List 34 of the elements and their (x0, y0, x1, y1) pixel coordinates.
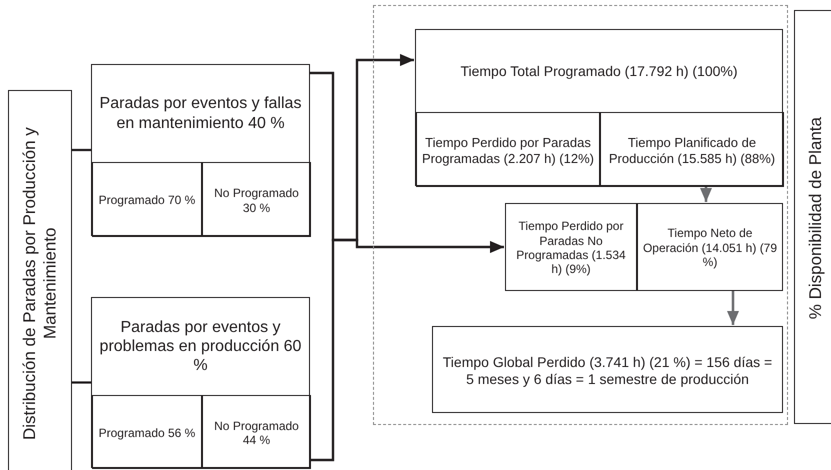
category-cell (92, 395, 202, 469)
cell-text: No Programado 30 % (213, 186, 300, 215)
category-cell (505, 203, 637, 291)
category-cell (202, 395, 311, 469)
category-cell (600, 112, 784, 187)
category-box (91, 64, 310, 236)
band-label: % Disponibilidad de Planta (806, 116, 826, 320)
cell-text: Programado 70 % (98, 193, 196, 208)
band-label: Distribución de Paradas por Producción y Mantenimiento (20, 126, 60, 442)
category-cell (637, 203, 783, 291)
connector-line (72, 148, 91, 152)
cell-text: Tiempo Perdido por Paradas No Programadas (1.534 h) (9%) (515, 219, 627, 277)
arrow (727, 290, 739, 325)
cell-text: Tiempo Planificado de Producción (15.585 h) (88%) (608, 134, 776, 166)
category-box (415, 29, 783, 186)
side-band (8, 90, 72, 470)
category-cell (92, 162, 202, 237)
box-heading: Tiempo Total Programado (17.792 h) (100%) (460, 62, 738, 80)
side-band (794, 10, 831, 424)
box-heading: Paradas por eventos y fallas en mantenimiento 40 % (98, 94, 302, 133)
cell-text: Tiempo Neto de Operación (14.051 h) (79 %) (642, 226, 778, 270)
category-cell (416, 112, 600, 187)
dashed-frame (373, 5, 788, 425)
cell-text: Tiempo Perdido por Paradas Programadas (2.207 h) (12%) (421, 134, 595, 166)
connector-line (72, 381, 91, 384)
cell-text: No Programado 44 % (213, 418, 300, 448)
cell-text: Programado 56 % (98, 426, 196, 440)
arrow (700, 185, 712, 202)
category-cell (202, 162, 311, 237)
result-box (432, 326, 783, 413)
category-box (91, 297, 310, 468)
box-heading: Paradas por eventos y problemas en producción 60 % (98, 318, 302, 376)
arrow (310, 238, 504, 462)
box-heading: Tiempo Global Perdido (3.741 h) (21 %) = 156 días = 5 meses y 6 días = 1 semestre de producción (442, 354, 774, 388)
